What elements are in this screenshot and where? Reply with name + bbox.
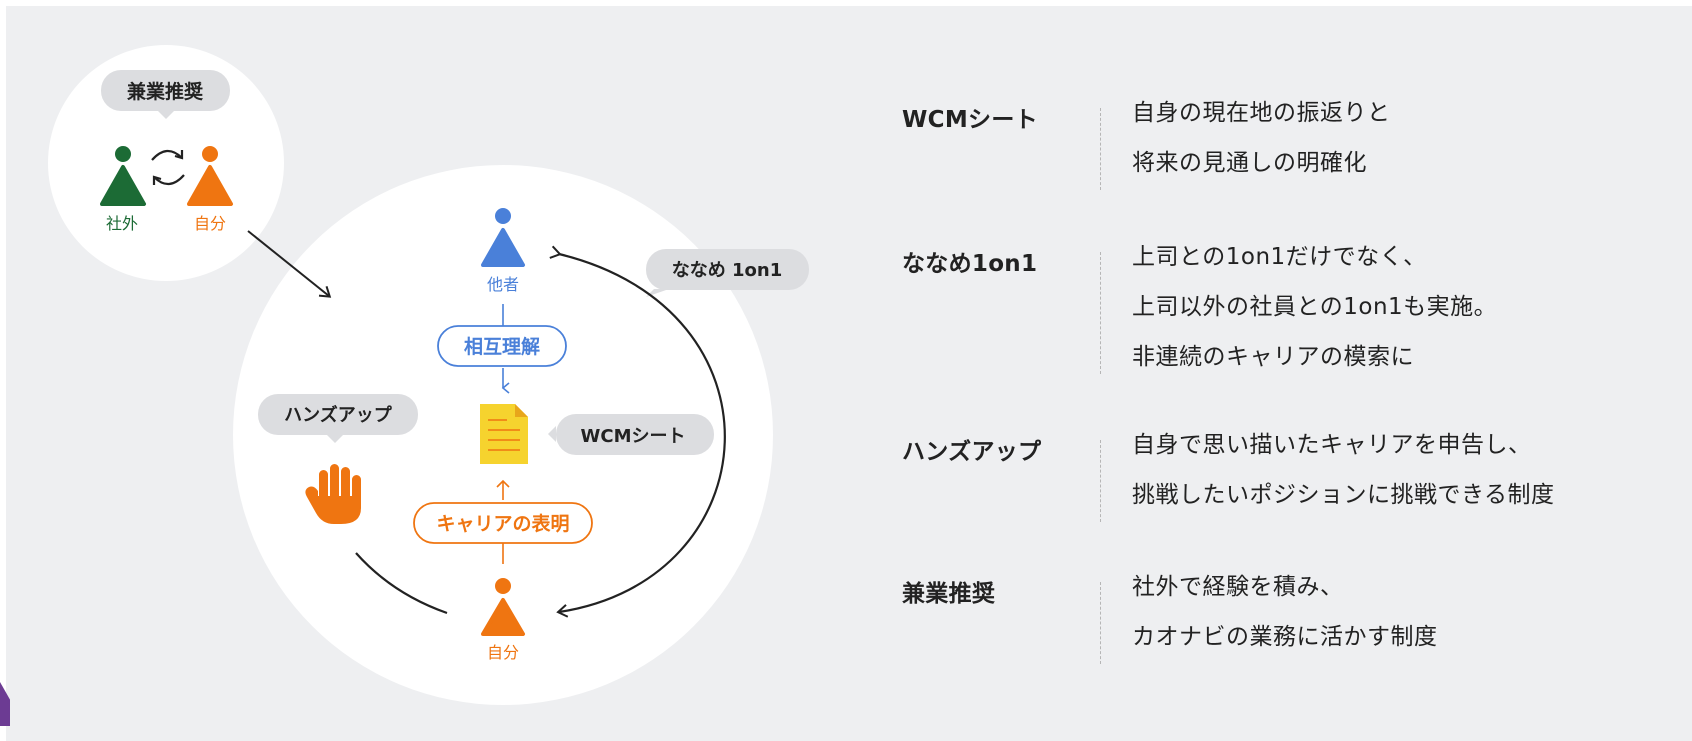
feature-divider (1100, 440, 1101, 522)
other-person-icon (481, 208, 525, 267)
up-arrow-icon (496, 479, 510, 500)
self-person-small-label: 自分 (194, 214, 226, 233)
description-line: 上司以外の社員との1on1も実施。 (1132, 294, 1498, 320)
description-line: カオナビの業務に活かす制度 (1132, 624, 1438, 650)
side-job-bubble: 兼業推奨 (101, 70, 230, 119)
wcm-bubble: WCMシート (548, 414, 714, 455)
description-line: 非連続のキャリアの模索に (1132, 344, 1414, 370)
description-line: 社外で経験を積み、 (1132, 574, 1344, 600)
hands-up-arc (355, 552, 448, 615)
feature-divider (1100, 582, 1101, 664)
wcm-bubble-label: WCMシート (581, 426, 686, 447)
corner-accent-shape (0, 682, 10, 726)
hands-up-bubble: ハンズアップ (258, 394, 418, 443)
career-diagram: 兼業推奨 社外 自分 他者 相互理解 (0, 0, 820, 741)
feature-title: ななめ1on1 (902, 251, 1038, 277)
career-statement-label: キャリアの表明 (436, 512, 569, 535)
mutual-understanding-label: 相互理解 (464, 335, 540, 358)
diagonal-arc-arrow (549, 245, 726, 618)
feature-title: ハンズアップ (902, 439, 1042, 465)
description-line: 挑戦したいポジションに挑戦できる制度 (1132, 482, 1555, 508)
self-person-bottom-label: 自分 (487, 643, 519, 662)
description-line: 将来の見通しの明確化 (1132, 150, 1367, 176)
description-line: 自身の現在地の振返りと (1132, 100, 1391, 126)
outside-person-label: 社外 (106, 214, 138, 233)
self-person-small-icon (187, 146, 233, 206)
self-person-bottom-icon (481, 578, 525, 636)
document-icon (480, 404, 528, 464)
feature-title: 兼業推奨 (902, 581, 996, 607)
feature-description: 社外で経験を積み、 カオナビの業務に活かす制度 (1132, 562, 1438, 662)
cycle-arrows-icon (151, 149, 185, 186)
hands-up-bubble-label: ハンズアップ (284, 404, 393, 426)
diagonal-bubble-label: ななめ 1on1 (672, 260, 783, 281)
feature-description: 自身で思い描いたキャリアを申告し、 挑戦したいポジションに挑戦できる制度 (1132, 420, 1555, 520)
description-line: 上司との1on1だけでなく、 (1132, 244, 1427, 270)
feature-description: 上司との1on1だけでなく、 上司以外の社員との1on1も実施。 非連続のキャリ… (1132, 232, 1497, 382)
feature-divider (1100, 252, 1101, 374)
hand-icon (305, 464, 361, 524)
diagonal-bubble: ななめ 1on1 (646, 249, 809, 297)
outside-person-icon (100, 146, 146, 206)
description-line: 自身で思い描いたキャリアを申告し、 (1132, 432, 1532, 458)
other-person-label: 他者 (487, 275, 519, 294)
feature-title: WCMシート (902, 107, 1038, 133)
feature-divider (1100, 108, 1101, 190)
feature-description: 自身の現在地の振返りと 将来の見通しの明確化 (1132, 88, 1391, 188)
feature-list: WCMシート 自身の現在地の振返りと 将来の見通しの明確化 ななめ1on1 上司… (902, 0, 1682, 741)
entry-arrow (247, 230, 332, 298)
side-job-bubble-label: 兼業推奨 (127, 80, 204, 103)
